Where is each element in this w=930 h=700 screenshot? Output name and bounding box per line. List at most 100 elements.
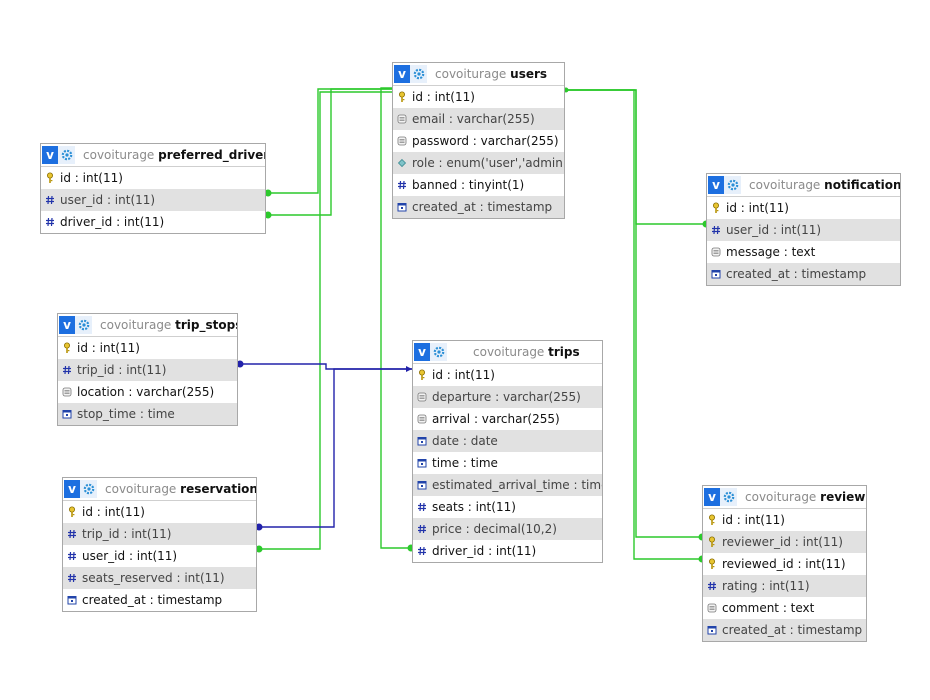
table-reviews[interactable]: v covoiturage reviews id : int(11) review… <box>702 485 867 642</box>
table-header[interactable]: v covoiturage preferred_drivers <box>41 144 265 167</box>
column-row[interactable]: stop_time : time <box>58 403 237 425</box>
column-row[interactable]: id : int(11) <box>703 509 866 531</box>
gear-icon[interactable] <box>80 480 97 498</box>
column-label: message : text <box>726 245 816 259</box>
hash-icon <box>396 179 408 191</box>
gear-icon[interactable] <box>724 176 741 194</box>
relation-line <box>239 363 412 370</box>
column-row[interactable]: date : date <box>413 430 602 452</box>
date-icon <box>61 408 73 420</box>
key-icon <box>396 91 408 103</box>
column-label: location : varchar(255) <box>77 385 215 399</box>
table-notifications[interactable]: v covoiturage notifications id : int(11)… <box>706 173 901 286</box>
column-row[interactable]: id : int(11) <box>41 167 265 189</box>
column-row[interactable]: arrival : varchar(255) <box>413 408 602 430</box>
relation-line <box>268 88 393 216</box>
column-row[interactable]: comment : text <box>703 597 866 619</box>
date-icon <box>396 201 408 213</box>
table-header[interactable]: v covoiturage users <box>393 63 564 86</box>
table-header[interactable]: v covoiturage reservations <box>63 478 256 501</box>
column-label: rating : int(11) <box>722 579 810 593</box>
key-icon <box>710 202 722 214</box>
gear-icon[interactable] <box>75 316 92 334</box>
column-row[interactable]: estimated_arrival_time : time <box>413 474 602 496</box>
column-row[interactable]: role : enum('user','admin') <box>393 152 564 174</box>
toggle-visibility-button[interactable]: v <box>42 146 58 164</box>
column-row[interactable]: departure : varchar(255) <box>413 386 602 408</box>
column-label: driver_id : int(11) <box>60 215 165 229</box>
gear-icon[interactable] <box>58 146 75 164</box>
table-preferred-drivers[interactable]: v covoiturage preferred_drivers id : int… <box>40 143 266 234</box>
table-reservations[interactable]: v covoiturage reservations id : int(11) t… <box>62 477 257 612</box>
table-header[interactable]: v covoiturage reviews <box>703 486 866 509</box>
text-icon <box>706 602 718 614</box>
column-row[interactable]: reviewer_id : int(11) <box>703 531 866 553</box>
gear-icon[interactable] <box>410 65 427 83</box>
table-trips[interactable]: v covoiturage trips id : int(11)departur… <box>412 340 603 563</box>
column-label: created_at : timestamp <box>722 623 863 637</box>
toggle-visibility-button[interactable]: v <box>414 343 430 361</box>
column-row[interactable]: seats : int(11) <box>413 496 602 518</box>
column-label: arrival : varchar(255) <box>432 412 560 426</box>
column-label: created_at : timestamp <box>726 267 867 281</box>
toggle-visibility-button[interactable]: v <box>59 316 75 334</box>
column-row[interactable]: created_at : timestamp <box>703 619 866 641</box>
column-row[interactable]: id : int(11) <box>63 501 256 523</box>
column-row[interactable]: id : int(11) <box>707 197 900 219</box>
hash-icon <box>416 523 428 535</box>
relation-endpoint <box>264 211 272 219</box>
column-label: stop_time : time <box>77 407 175 421</box>
hash-icon <box>416 501 428 513</box>
table-header[interactable]: v covoiturage notifications <box>707 174 900 197</box>
column-label: role : enum('user','admin') <box>412 156 564 170</box>
relation-endpoint <box>255 523 263 531</box>
column-row[interactable]: password : varchar(255) <box>393 130 564 152</box>
column-row[interactable]: driver_id : int(11) <box>41 211 265 233</box>
gear-icon[interactable] <box>720 488 737 506</box>
column-label: trip_id : int(11) <box>77 363 167 377</box>
column-label: trip_id : int(11) <box>82 527 172 541</box>
column-row[interactable]: reviewed_id : int(11) <box>703 553 866 575</box>
column-label: created_at : timestamp <box>412 200 553 214</box>
column-row[interactable]: time : time <box>413 452 602 474</box>
column-label: id : int(11) <box>60 171 123 185</box>
column-row[interactable]: seats_reserved : int(11) <box>63 567 256 589</box>
column-label: reviewed_id : int(11) <box>722 557 846 571</box>
column-label: reviewer_id : int(11) <box>722 535 843 549</box>
toggle-visibility-button[interactable]: v <box>64 480 80 498</box>
column-row[interactable]: user_id : int(11) <box>41 189 265 211</box>
column-row[interactable]: email : varchar(255) <box>393 108 564 130</box>
column-row[interactable]: created_at : timestamp <box>63 589 256 611</box>
column-row[interactable]: created_at : timestamp <box>707 263 900 285</box>
column-row[interactable]: rating : int(11) <box>703 575 866 597</box>
toggle-visibility-button[interactable]: v <box>394 65 410 83</box>
key-icon <box>44 172 56 184</box>
column-row[interactable]: trip_id : int(11) <box>58 359 237 381</box>
hash-icon <box>44 216 56 228</box>
table-header[interactable]: v covoiturage trips <box>413 341 602 364</box>
table-users[interactable]: v covoiturage users id : int(11)email : … <box>392 62 565 219</box>
column-row[interactable]: trip_id : int(11) <box>63 523 256 545</box>
column-row[interactable]: message : text <box>707 241 900 263</box>
column-row[interactable]: banned : tinyint(1) <box>393 174 564 196</box>
column-row[interactable]: id : int(11) <box>393 86 564 108</box>
column-row[interactable]: created_at : timestamp <box>393 196 564 218</box>
gear-icon[interactable] <box>430 343 447 361</box>
table-header[interactable]: v covoiturage trip_stops <box>58 314 237 337</box>
toggle-visibility-button[interactable]: v <box>708 176 724 194</box>
table-trip-stops[interactable]: v covoiturage trip_stops id : int(11) tri… <box>57 313 238 426</box>
column-label: comment : text <box>722 601 815 615</box>
column-label: seats_reserved : int(11) <box>82 571 225 585</box>
table-title: covoiturage notifications <box>749 178 900 192</box>
table-title: covoiturage reservations <box>105 482 256 496</box>
column-row[interactable]: id : int(11) <box>58 337 237 359</box>
column-row[interactable]: driver_id : int(11) <box>413 540 602 562</box>
column-row[interactable]: location : varchar(255) <box>58 381 237 403</box>
relation-arrow <box>406 366 412 372</box>
column-row[interactable]: user_id : int(11) <box>707 219 900 241</box>
column-row[interactable]: id : int(11) <box>413 364 602 386</box>
toggle-visibility-button[interactable]: v <box>704 488 720 506</box>
column-row[interactable]: price : decimal(10,2) <box>413 518 602 540</box>
date-icon <box>710 268 722 280</box>
column-row[interactable]: user_id : int(11) <box>63 545 256 567</box>
